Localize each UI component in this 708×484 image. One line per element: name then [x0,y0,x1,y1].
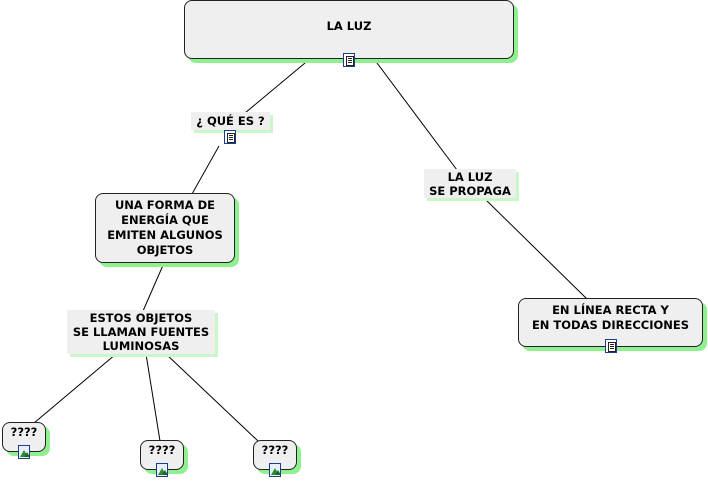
line-propagates-direction [484,198,588,300]
link-propagates-label: LA LUZ SE PROPAGA [429,169,511,198]
line-root-whatis [244,62,306,114]
concept-source-2[interactable]: ???? [140,440,184,477]
concept-definition[interactable]: UNA FORMA DE ENERGÍA QUE EMITEN ALGUNOS … [95,193,235,263]
concept-direction[interactable]: EN LÍNEA RECTA Y EN TODAS DIRECCIONES [518,298,703,353]
concept-source-1[interactable]: ???? [2,422,46,459]
concept-direction-label: EN LÍNEA RECTA Y EN TODAS DIRECCIONES [531,302,690,332]
link-propagates[interactable]: LA LUZ SE PROPAGA [424,169,516,198]
line-root-propagates [376,62,458,171]
line-whatis-definition [191,145,220,195]
line-arecalled-source3 [165,353,259,442]
document-icon[interactable] [224,130,236,144]
link-what-is[interactable]: ¿ QUÉ ES ? [191,112,270,144]
concept-source-1-label: ???? [10,424,38,439]
concept-source-3-label: ???? [261,442,289,457]
line-arecalled-source2 [145,353,161,442]
image-icon[interactable] [156,463,168,477]
document-icon[interactable] [343,53,355,67]
link-are-called[interactable]: ESTOS OBJETOS SE LLAMAN FUENTES LUMINOSA… [67,310,215,354]
line-definition-arecalled [142,262,165,312]
link-what-is-label: ¿ QUÉ ES ? [196,114,265,128]
concept-source-2-label: ???? [148,442,176,457]
link-are-called-label: ESTOS OBJETOS SE LLAMAN FUENTES LUMINOSA… [72,311,210,353]
concept-root[interactable]: LA LUZ [184,0,514,67]
line-arecalled-source1 [33,353,117,424]
concept-definition-label: UNA FORMA DE ENERGÍA QUE EMITEN ALGUNOS … [107,198,223,257]
image-icon[interactable] [269,463,281,477]
concept-source-3[interactable]: ???? [253,440,297,477]
document-icon[interactable] [605,339,617,353]
concept-root-label: LA LUZ [326,19,372,33]
image-icon[interactable] [18,445,30,459]
